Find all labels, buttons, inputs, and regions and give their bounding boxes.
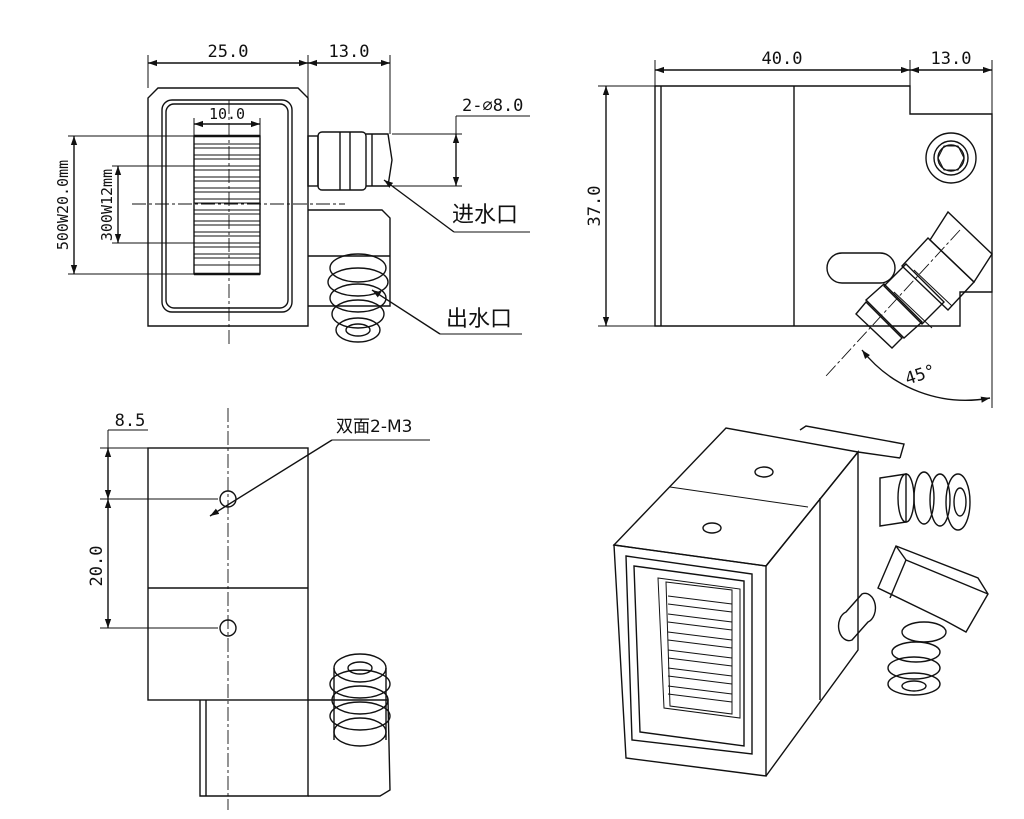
dim-width-25: 25.0 — [208, 42, 249, 62]
hex-socket — [925, 132, 977, 184]
iso-hole-1 — [754, 466, 774, 478]
dim-height-37: 37.0 — [585, 186, 605, 227]
side-view: 40.0 13.0 37.0 45° — [585, 49, 993, 408]
dim-spacing-20: 20.0 — [87, 546, 107, 587]
dim-ports: 2-⌀8.0 — [462, 96, 523, 116]
label-300w: 300W12mm — [98, 169, 116, 241]
dim-angle-45: 45° — [903, 361, 938, 390]
iso-hole-2 — [702, 522, 722, 534]
outlet-label: 出水口 — [446, 307, 512, 332]
dim-offset-13-side: 13.0 — [931, 49, 972, 69]
dim-offset-13: 13.0 — [329, 42, 370, 62]
outlet-fitting — [327, 253, 389, 343]
hole-label: 双面2-M3 — [336, 417, 412, 437]
angled-fitting — [855, 210, 993, 349]
bottom-view: 8.5 20.0 双面2-M3 — [87, 408, 430, 810]
laser-slot — [193, 134, 261, 276]
isometric-view — [612, 425, 989, 777]
iso-slot — [665, 581, 733, 715]
dim-slot-10: 10.0 — [209, 105, 245, 123]
dim-offset-8-5: 8.5 — [115, 411, 146, 431]
front-view: 25.0 13.0 10.0 500W20.0mm 300W12mm 2-⌀8.… — [54, 42, 530, 345]
bottom-fitting — [329, 653, 391, 747]
iso-outlet-fitting — [877, 545, 989, 696]
inlet-label: 进水口 — [452, 203, 518, 228]
dim-width-40: 40.0 — [762, 49, 803, 69]
label-500w: 500W20.0mm — [54, 160, 72, 250]
iso-inlet-fitting — [879, 471, 971, 531]
inlet-fitting — [307, 131, 393, 191]
